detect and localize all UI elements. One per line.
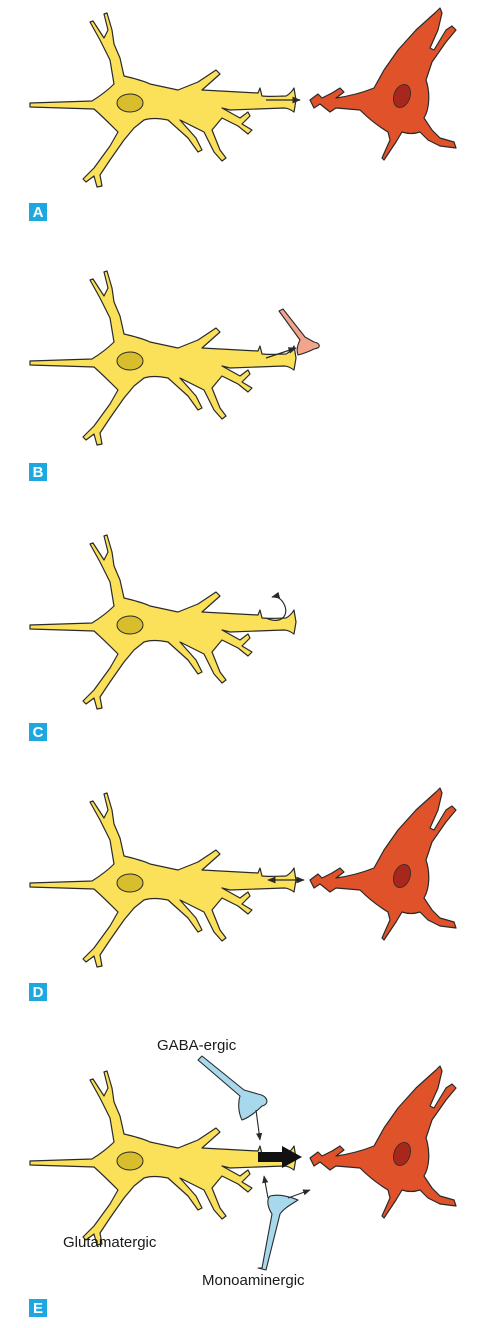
gaba-arrow: [255, 1109, 263, 1141]
panel-label-badge: [29, 463, 47, 481]
monoaminergic-label: Monoaminergic: [202, 1272, 305, 1289]
postsynaptic-neuron: [309, 7, 457, 161]
gaba-terminal: [197, 1055, 268, 1121]
panel-d: D: [29, 787, 457, 1001]
monoamine-arrow-up: [262, 1175, 269, 1199]
panel-label-badge: [29, 723, 47, 741]
panel-label: C: [33, 724, 44, 741]
arrow-to-terminal: [265, 347, 297, 359]
presynaptic-neuron: [29, 270, 297, 446]
panel-e: GABA-ergic Glutamatergic Monoaminergic E: [29, 1037, 457, 1317]
axon-terminal: [278, 308, 320, 356]
panel-label: B: [33, 464, 44, 481]
presynaptic-neuron: [29, 534, 297, 710]
gaba-label: GABA-ergic: [157, 1037, 237, 1054]
panel-label: A: [33, 204, 44, 221]
panel-label-badge: [29, 203, 47, 221]
autoreceptor-arrow: [265, 591, 287, 622]
glutamatergic-label: Glutamatergic: [63, 1234, 157, 1251]
postsynaptic-neuron: [309, 1065, 457, 1219]
monoamine-arrow-right: [287, 1189, 311, 1199]
panel-label-badge: [29, 983, 47, 1001]
panel-label: D: [33, 984, 44, 1001]
presynaptic-neuron: [29, 792, 297, 968]
monoaminergic-terminal: [257, 1194, 299, 1271]
panel-label: E: [33, 1300, 43, 1317]
panel-a: A: [29, 7, 457, 221]
strengthened-transmission-arrow: [258, 1146, 302, 1168]
postsynaptic-neuron: [309, 787, 457, 941]
panel-c: C: [29, 534, 297, 741]
panel-b: B: [29, 270, 320, 481]
panel-label-badge: [29, 1299, 47, 1317]
presynaptic-neuron: [29, 12, 297, 188]
